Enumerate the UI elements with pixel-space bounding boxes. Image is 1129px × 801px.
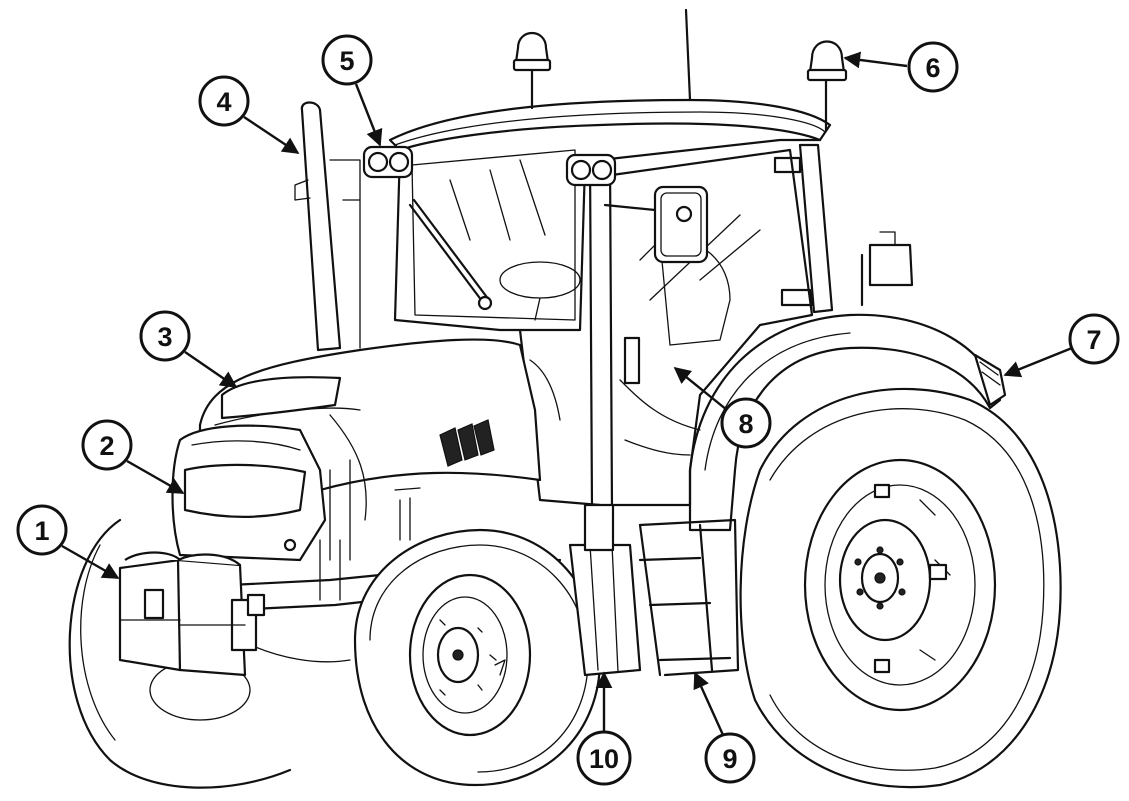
rear-left-wheel (68, 518, 292, 789)
right-beacon (806, 40, 848, 82)
work-light-front-right (565, 153, 617, 187)
access-steps (638, 518, 740, 677)
callout-6: 6 (907, 41, 959, 93)
leader-1 (61, 544, 120, 580)
callout-4: 4 (198, 75, 250, 127)
work-light-front-left (362, 145, 414, 179)
callout-1-label: 1 (34, 516, 49, 546)
rear-hub-bolts (854, 546, 906, 610)
leader-4 (243, 116, 300, 154)
left-beacon (512, 32, 552, 72)
callout-5-label: 5 (339, 46, 354, 76)
leader-2 (126, 459, 185, 495)
front-weights (118, 551, 266, 677)
exhaust-pipe (294, 101, 361, 352)
hood-vents (439, 419, 495, 467)
callout-8: 8 (720, 397, 772, 449)
callout-3-label: 3 (157, 322, 172, 352)
callout-1: 1 (16, 504, 68, 556)
callout-9-label: 9 (722, 744, 737, 774)
front-wheel (353, 528, 602, 787)
front-grille (171, 424, 327, 562)
rear-fender (688, 313, 1007, 532)
leader-9 (693, 671, 725, 736)
callout-2-label: 2 (99, 431, 114, 461)
callout-8-label: 8 (738, 409, 753, 439)
callout-4-label: 4 (216, 87, 231, 117)
callout-9: 9 (704, 732, 756, 784)
callout-7-label: 7 (1086, 325, 1101, 355)
leader-3 (184, 351, 238, 388)
callout-6-label: 6 (925, 53, 940, 83)
callout-10: 10 (576, 730, 632, 786)
leader-7 (1003, 346, 1073, 378)
callout-2: 2 (81, 419, 133, 471)
rear-right-wheel (739, 387, 1062, 789)
leader-lines (61, 51, 1073, 736)
callout-7: 7 (1068, 313, 1120, 365)
callout-3: 3 (139, 310, 191, 362)
callout-5: 5 (321, 34, 373, 86)
leader-5 (354, 83, 383, 147)
leader-8 (673, 366, 728, 411)
fuel-tank (568, 503, 642, 677)
callout-10-label: 10 (589, 744, 619, 774)
leader-6 (843, 51, 908, 69)
